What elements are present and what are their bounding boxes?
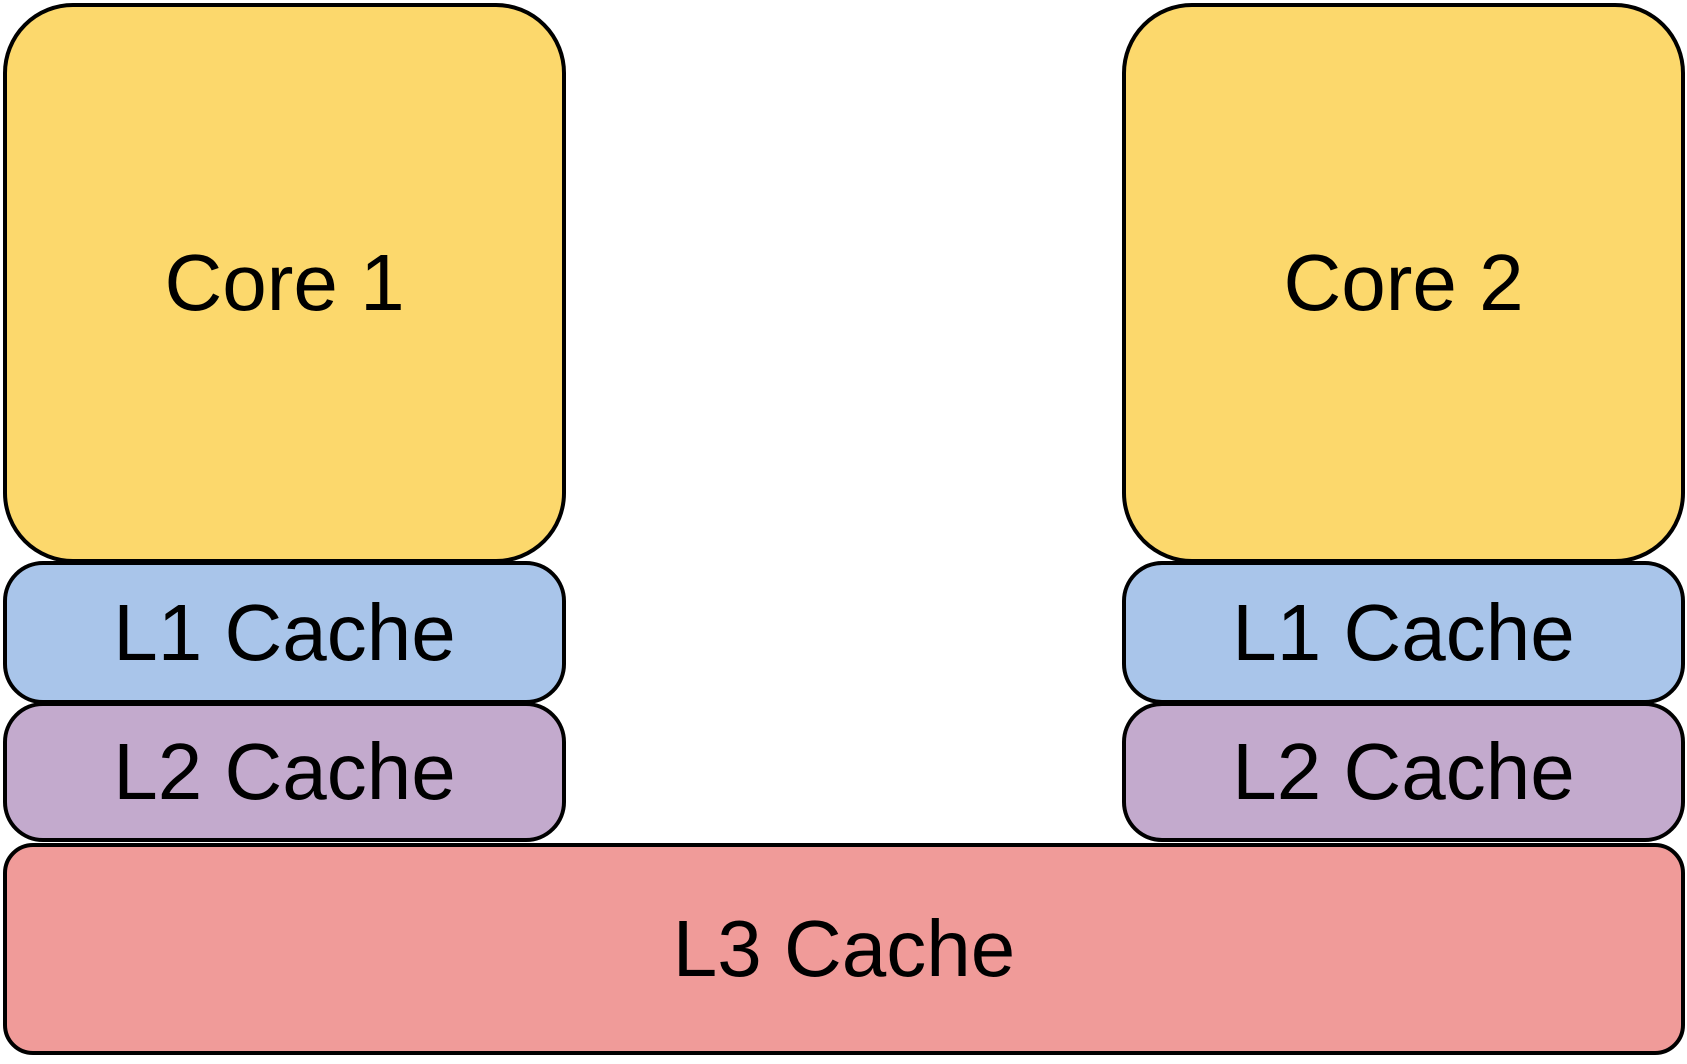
core-2-l1-cache-block: L1 Cache <box>1122 561 1685 704</box>
shared-l3-cache-block: L3 Cache <box>3 843 1685 1055</box>
core-2-l1-cache-label: L1 Cache <box>1232 587 1575 677</box>
core-1-l1-cache-block: L1 Cache <box>3 561 566 704</box>
core-1-l1-cache-label: L1 Cache <box>113 587 456 677</box>
core-2-label: Core 2 <box>1283 238 1524 327</box>
core-2-block: Core 2 <box>1122 3 1685 563</box>
core-1-l2-cache-label: L2 Cache <box>113 727 456 816</box>
core-2-l2-cache-block: L2 Cache <box>1122 702 1685 842</box>
core-1-block: Core 1 <box>3 3 566 563</box>
core-1-l2-cache-block: L2 Cache <box>3 702 566 842</box>
core-1-label: Core 1 <box>164 238 405 327</box>
shared-l3-cache-label: L3 Cache <box>672 904 1016 993</box>
core-2-l2-cache-label: L2 Cache <box>1232 727 1575 816</box>
